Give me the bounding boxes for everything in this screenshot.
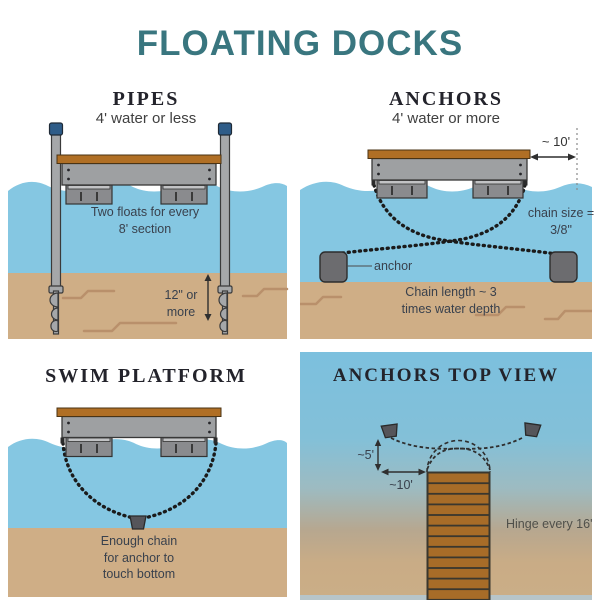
panel-subtitle-pipes: 4' water or less [95, 110, 197, 127]
anchor [524, 422, 542, 438]
panel-title-swim-platform: SWIM PLATFORM [45, 365, 247, 387]
chain [334, 183, 527, 256]
seabed [300, 282, 592, 339]
auger-icon [217, 285, 233, 335]
chain [372, 183, 558, 256]
anchor [380, 423, 398, 439]
seabed [8, 273, 287, 339]
page-title: FLOATING DOCKS [136, 24, 464, 63]
measure-arrow-offset [381, 468, 426, 476]
chain [390, 437, 491, 471]
chain [61, 441, 136, 520]
water [300, 181, 592, 282]
panel-title-pipes: PIPES [112, 88, 180, 110]
panel-subtitle-anchors: 4' water or more [392, 110, 500, 127]
depth-note: 12" or more [164, 288, 198, 319]
chain-hook [523, 179, 528, 186]
offset-label: ~10' [389, 478, 413, 492]
seabed [8, 528, 287, 597]
spread-label: ~5' [357, 448, 374, 462]
chain [142, 441, 218, 520]
chain [426, 437, 523, 471]
floats-note: Two floats for every 8' section [90, 205, 200, 236]
anchors-top-view-illustration [300, 352, 592, 600]
panel-title-anchors-top-view: ANCHORS TOP VIEW [332, 365, 560, 386]
chain-hook [371, 179, 376, 186]
dock [56, 407, 222, 458]
anchor [549, 251, 578, 283]
anchor [129, 515, 147, 530]
swing-arc [426, 439, 491, 473]
measure-arrow-depth [204, 274, 212, 321]
pipes-illustration [8, 122, 289, 339]
deck-wood [367, 149, 531, 159]
anchor [319, 251, 348, 283]
deck-wood [56, 154, 222, 164]
dock-frame [61, 162, 217, 186]
measure-arrow-offset [530, 153, 576, 161]
auger-icon [48, 285, 64, 335]
seabed-marks [300, 295, 592, 321]
chain-size-note: chain size = 3/8" [527, 206, 595, 237]
dock [56, 154, 222, 205]
swim-note: Enough chain for anchor to touch bottom [100, 534, 178, 581]
panel-title-anchors: ANCHORS [388, 88, 503, 110]
water [8, 181, 287, 273]
chain-hook [60, 437, 65, 444]
dock-frame [371, 157, 528, 181]
pipe-cap [217, 122, 233, 136]
hinge-note: Hinge every 16' [506, 517, 593, 531]
chain-length-note: Chain length ~ 3 times water depth [401, 285, 501, 316]
water [8, 438, 287, 528]
seabed-marks [61, 287, 289, 333]
pipe-right [217, 122, 233, 291]
swim-platform-illustration [8, 407, 287, 597]
anchors-illustration [300, 128, 592, 339]
measure-arrow-spread [374, 439, 382, 471]
chain-hook [213, 437, 218, 444]
dock-frame [61, 415, 217, 439]
deck-wood [56, 407, 222, 417]
offset-label: ~ 10' [541, 134, 571, 149]
dock [367, 149, 531, 199]
pipe-left [48, 122, 64, 291]
anchor-label: anchor [374, 259, 413, 273]
walkway-planks [426, 471, 491, 600]
pipe-cap [48, 122, 64, 136]
